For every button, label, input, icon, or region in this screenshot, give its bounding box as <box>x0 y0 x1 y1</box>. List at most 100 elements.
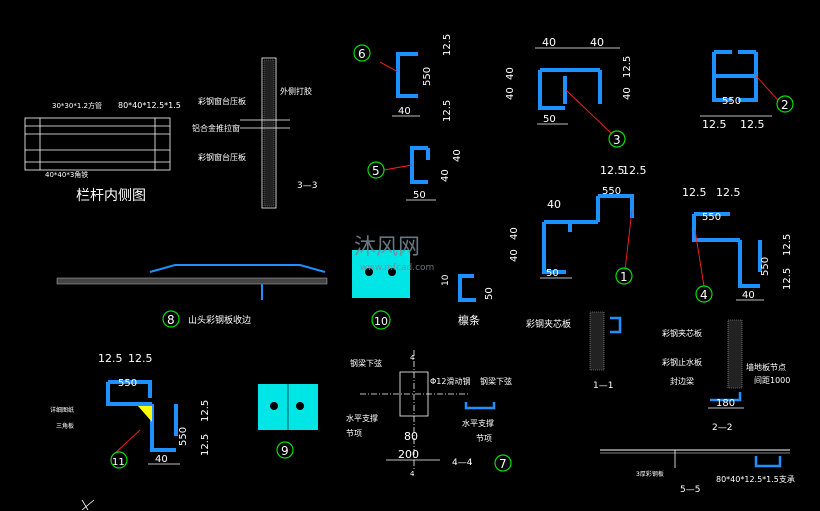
watermark-url: www.mfcad.com <box>360 263 434 273</box>
svg-text:12.5: 12.5 <box>200 400 211 422</box>
rail-top-label: 30*30*1.2方管 <box>52 101 102 110</box>
marker-7: 7 <box>499 457 507 471</box>
section-4-4: 钢梁下弦 Φ12滑动钢 钢梁下弦 水平支撑 节项 水平支撑 节项 80 200 … <box>346 350 512 478</box>
marker-5: 5 <box>372 164 380 178</box>
svg-text:50: 50 <box>413 190 426 201</box>
s33-title: 3—3 <box>297 181 317 191</box>
section-5-5: 3厚彩钢板 80*40*12.5*1.5支承 5—5 <box>600 449 795 495</box>
s44-label-g: 节项 <box>476 434 492 443</box>
s22-label-d: 墙地板节点 <box>746 362 786 372</box>
svg-text:12.5: 12.5 <box>740 118 765 131</box>
railing-inner-view: 30*30*1.2方管 80*40*12.5*1.5 40*40*3角铁 栏杆内… <box>24 101 181 204</box>
svg-text:12.5: 12.5 <box>200 434 211 456</box>
s33-label-d: 彩钢窗台压板 <box>198 152 246 162</box>
svg-text:12.5: 12.5 <box>128 352 153 365</box>
svg-text:40: 40 <box>505 67 516 80</box>
svg-text:550: 550 <box>702 212 721 223</box>
svg-text:550: 550 <box>722 96 741 107</box>
marker-3: 3 <box>613 133 621 147</box>
marker-8: 8 <box>167 313 175 327</box>
profile-11: 详细图纸 三角板 12.5 12.5 550 550 12.5 12.5 40 … <box>50 352 211 469</box>
s33-label-a: 彩钢窗台压板 <box>198 96 246 106</box>
s44-label-a: 钢梁下弦 <box>350 358 382 368</box>
profile-4: 4 12.5 12.5 550 550 12.5 12.5 40 <box>682 186 793 303</box>
section-2-2: 彩钢夹芯板 彩钢止水板 封边梁 墙地板节点 间距1000 180 2—2 <box>662 319 790 433</box>
svg-text:12.5: 12.5 <box>782 234 793 256</box>
s44-label-c: 钢梁下弦 <box>480 376 512 386</box>
rail-top2-label: 80*40*12.5*1.5 <box>118 101 181 110</box>
plate-10: 10 <box>352 250 410 330</box>
purlin-section: 50 10 檩条 <box>441 274 495 327</box>
s11-note-a: 详细图纸 <box>50 406 74 414</box>
plate-9: 9 <box>258 384 318 459</box>
s22-label-a: 彩钢夹芯板 <box>662 328 702 338</box>
profile-6: 6 550 12.5 12.5 40 <box>353 34 453 122</box>
svg-text:12.5: 12.5 <box>622 164 647 177</box>
marker-1: 1 <box>620 270 628 284</box>
svg-text:40: 40 <box>509 249 520 262</box>
profile-3: 3 40 40 40 40 40 12.5 50 <box>505 36 633 148</box>
s44-label-d: 水平支撑 <box>346 413 378 423</box>
profile-1: 1 12.5 12.5 550 40 40 40 50 <box>509 164 647 285</box>
svg-text:12.5: 12.5 <box>622 56 633 78</box>
marker-9: 9 <box>281 444 289 458</box>
svg-text:12.5: 12.5 <box>442 100 453 122</box>
s22-title: 2—2 <box>712 423 732 433</box>
svg-text:50: 50 <box>546 268 559 279</box>
svg-text:40: 40 <box>155 454 168 465</box>
svg-text:180: 180 <box>716 398 735 409</box>
s22-label-c: 封边梁 <box>670 376 694 386</box>
svg-text:40: 40 <box>509 227 520 240</box>
s11-note-b: 三角板 <box>56 422 74 430</box>
profile-5: 5 40 40 50 <box>367 146 463 201</box>
svg-text:50: 50 <box>484 287 495 300</box>
svg-text:12.5: 12.5 <box>716 186 741 199</box>
svg-text:80: 80 <box>404 430 418 443</box>
marker-11: 11 <box>112 457 125 468</box>
railing-inner-title: 栏杆内侧图 <box>76 188 146 204</box>
marker-4: 4 <box>700 288 708 302</box>
s55-label-a: 3厚彩钢板 <box>636 470 664 478</box>
s44-label-e: 节项 <box>346 429 362 438</box>
watermark: 沐风网 www.mfcad.com <box>354 235 434 273</box>
s44-label-f: 水平支撑 <box>462 418 494 428</box>
s33-label-b: 外侧打胶 <box>280 86 312 96</box>
svg-text:40: 40 <box>398 106 411 117</box>
svg-text:40: 40 <box>547 198 561 211</box>
s11-title: 1—1 <box>593 381 613 391</box>
svg-text:4: 4 <box>410 470 415 478</box>
svg-text:40: 40 <box>742 290 755 301</box>
section-8: 8 山头彩钢板收边 <box>56 264 328 328</box>
section-1-1: 彩钢夹芯板 1—1 <box>526 311 622 391</box>
s33-label-c: 铝合金推拉窗 <box>192 123 240 133</box>
svg-text:40: 40 <box>440 169 451 182</box>
svg-text:40: 40 <box>590 36 604 49</box>
purlin-label: 檩条 <box>458 313 480 327</box>
svg-text:10: 10 <box>441 274 451 286</box>
svg-text:40: 40 <box>542 36 556 49</box>
ucs-axis-icon <box>81 499 95 511</box>
svg-text:12.5: 12.5 <box>682 186 707 199</box>
s8-title: 山头彩钢板收边 <box>188 314 251 326</box>
marker-2: 2 <box>781 98 789 112</box>
s55-title: 5—5 <box>680 485 700 495</box>
svg-text:40: 40 <box>452 149 463 162</box>
svg-text:550: 550 <box>422 67 433 86</box>
svg-text:550: 550 <box>760 257 771 276</box>
rail-bottom-label: 40*40*3角铁 <box>45 170 88 179</box>
svg-text:4: 4 <box>410 354 415 362</box>
marker-6: 6 <box>358 47 366 61</box>
s55-label-b: 80*40*12.5*1.5支承 <box>716 474 795 484</box>
svg-text:12.5: 12.5 <box>702 118 727 131</box>
svg-text:12.5: 12.5 <box>442 34 453 56</box>
svg-text:12.5: 12.5 <box>600 164 625 177</box>
colorsteel-label: 彩钢夹芯板 <box>526 318 571 330</box>
profile-2: 2 550 12.5 12.5 <box>700 50 794 131</box>
marker-10: 10 <box>374 315 388 328</box>
svg-text:12.5: 12.5 <box>98 352 123 365</box>
svg-text:40: 40 <box>622 87 633 100</box>
watermark-text: 沐风网 <box>354 235 420 260</box>
s44-label-b: Φ12滑动钢 <box>430 376 470 386</box>
